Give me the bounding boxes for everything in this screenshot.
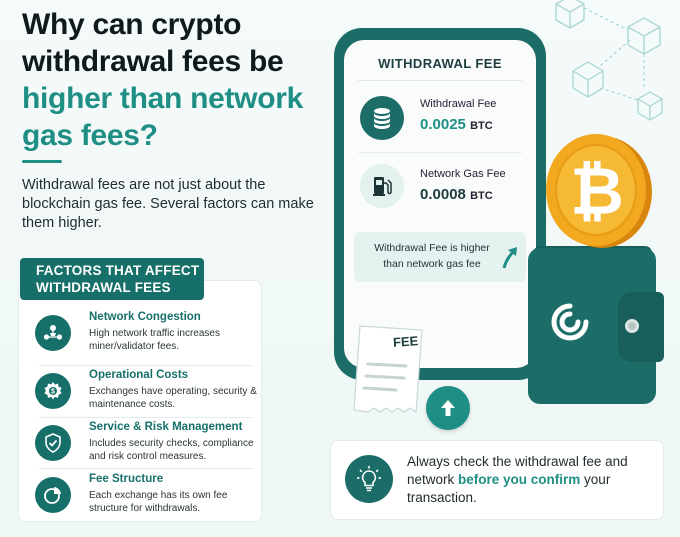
network-icon bbox=[35, 315, 71, 351]
fee-comparison-note: Withdrawal Fee is higher than network ga… bbox=[354, 232, 526, 282]
gas-pump-icon bbox=[360, 164, 404, 208]
factors-panel: Network Congestion High network traffic … bbox=[18, 280, 262, 522]
factor-operational-costs: $ Operational Costs Exchanges have opera… bbox=[33, 369, 257, 421]
withdrawal-fee-amount: 0.0025 bbox=[420, 116, 466, 133]
tip-text: Always check the withdrawal fee and netw… bbox=[407, 453, 657, 507]
factor-desc: Each exchange has its own fee structure … bbox=[89, 490, 228, 514]
title-underline bbox=[22, 160, 62, 163]
title-line-2: withdrawal fees be bbox=[22, 45, 284, 78]
factor-desc: Exchanges have operating, security & mai… bbox=[89, 386, 257, 410]
screen-title: WITHDRAWAL FEE bbox=[378, 56, 502, 71]
comparison-line-2: than network gas fee bbox=[383, 258, 481, 270]
tip-text-highlight: before you confirm bbox=[458, 472, 581, 487]
exchange-logo-icon bbox=[551, 303, 589, 341]
title-line-3: higher than network bbox=[22, 82, 303, 115]
tip-text-start: Always check the withdrawal fee and netw… bbox=[407, 454, 628, 487]
trend-up-arrow-icon bbox=[502, 247, 517, 269]
bitcoin-symbol: ₿ bbox=[570, 153, 624, 230]
factor-title: Fee Structure bbox=[89, 473, 164, 485]
receipt-icon bbox=[353, 325, 423, 414]
svg-text:$: $ bbox=[51, 389, 55, 396]
factor-desc: High network traffic increases miner/val… bbox=[89, 328, 220, 352]
wallet-illustration bbox=[528, 246, 664, 404]
withdrawal-fee-label: Withdrawal Fee bbox=[420, 98, 497, 110]
lightbulb-icon bbox=[345, 455, 393, 503]
receipt-fee-label: FEE bbox=[392, 333, 419, 350]
factor-service-risk: Service & Risk Management Includes secur… bbox=[33, 421, 255, 473]
factor-title: Service & Risk Management bbox=[89, 421, 243, 433]
factors-header: FACTORS THAT AFFECT WITHDRAWAL FEES bbox=[20, 258, 204, 300]
title-line-4: gas fees? bbox=[22, 119, 158, 152]
factors-header-line-1: FACTORS THAT AFFECT bbox=[36, 263, 200, 278]
divider bbox=[39, 468, 253, 469]
factor-network-congestion: Network Congestion High network traffic … bbox=[33, 311, 255, 363]
title-line-1: Why can crypto bbox=[22, 8, 242, 41]
factor-desc: Includes security checks, compliance and… bbox=[89, 438, 254, 462]
gas-fee-unit: BTC bbox=[470, 190, 493, 202]
phone-screen: WITHDRAWAL FEE Withdrawal Fee 0.0025 BTC… bbox=[344, 40, 536, 368]
fee-up-arrow-button bbox=[426, 386, 470, 430]
bitcoin-coin-icon: ₿ bbox=[546, 134, 652, 248]
decorative-cubes bbox=[555, 0, 663, 121]
factor-title: Network Congestion bbox=[89, 311, 201, 323]
arrow-up-icon bbox=[441, 400, 455, 416]
shield-check-icon bbox=[35, 425, 71, 461]
divider bbox=[39, 417, 253, 418]
coin-stack-icon bbox=[360, 96, 404, 140]
pie-chart-icon bbox=[35, 477, 71, 513]
factor-fee-structure: Fee Structure Each exchange has its own … bbox=[33, 473, 255, 525]
withdrawal-fee-value: 0.0025 BTC bbox=[420, 116, 493, 133]
gas-fee-amount: 0.0008 bbox=[420, 186, 466, 203]
phone-mockup: WITHDRAWAL FEE Withdrawal Fee 0.0025 BTC… bbox=[334, 28, 546, 380]
factor-title: Operational Costs bbox=[89, 369, 189, 381]
divider bbox=[358, 152, 522, 153]
withdrawal-fee-unit: BTC bbox=[470, 120, 493, 132]
gas-fee-label: Network Gas Fee bbox=[420, 168, 506, 180]
divider bbox=[358, 80, 522, 81]
comparison-line-1: Withdrawal Fee is higher bbox=[374, 242, 490, 254]
factors-header-line-2: WITHDRAWAL FEES bbox=[36, 280, 171, 295]
page-title: Why can crypto withdrawal fees be higher… bbox=[22, 6, 342, 154]
divider bbox=[39, 365, 253, 366]
tip-box: Always check the withdrawal fee and netw… bbox=[330, 440, 664, 520]
intro-text: Withdrawal fees are not just about the b… bbox=[22, 177, 314, 231]
gear-icon: $ bbox=[35, 373, 71, 409]
tip-text-end: your transaction. bbox=[407, 472, 611, 505]
gas-fee-value: 0.0008 BTC bbox=[420, 186, 493, 203]
